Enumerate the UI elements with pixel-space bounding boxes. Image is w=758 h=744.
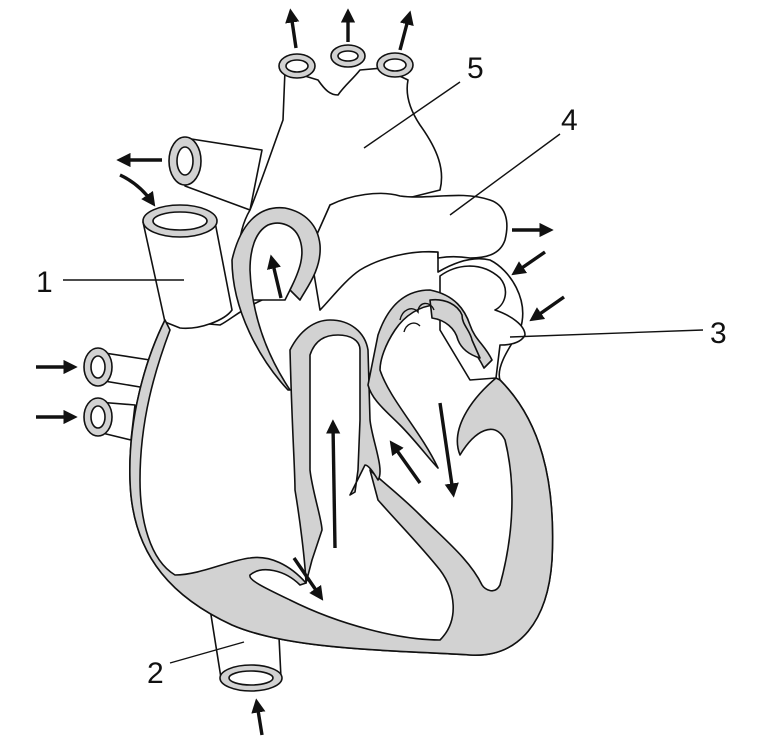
leader-line-4 (449, 133, 561, 216)
label-5: 5 (467, 52, 484, 85)
leader-line-2 (169, 641, 245, 664)
left-atrium (439, 265, 526, 381)
arrow-la-in-2 (529, 295, 565, 322)
aorta (236, 44, 443, 301)
right-pulmonary-artery (168, 136, 263, 211)
label-2: 2 (147, 657, 164, 690)
arrow-la-to-lv (438, 402, 459, 498)
leader-line-5 (363, 81, 461, 149)
label-4: 4 (561, 104, 578, 137)
pulmonary-valve (399, 302, 435, 321)
arrow-aortic-valve (267, 254, 283, 299)
label-3: 3 (710, 317, 727, 350)
label-1: 1 (36, 266, 53, 299)
leader-line-3 (509, 329, 704, 338)
pulmonary-veins-left (83, 347, 151, 441)
superior-vena-cava (142, 204, 233, 330)
arrow-ivc-in (251, 698, 266, 736)
aortic-wall-curl (231, 206, 321, 391)
arrow-aorta-out-1 (285, 8, 300, 49)
arrow-ra-to-rv (292, 557, 324, 601)
arrow-svc-in (119, 173, 156, 207)
tricuspid-valve (429, 298, 481, 359)
septum (289, 319, 381, 584)
arrow-lv-up (389, 440, 422, 484)
arrow-rv-up (326, 419, 341, 549)
arrow-la-in-1 (511, 250, 546, 276)
left-pulmonary-artery (309, 192, 508, 311)
flow-arrows (36, 8, 565, 736)
outer-wall (129, 319, 554, 656)
arrow-aorta-out-3 (398, 10, 414, 51)
leader-lines (63, 81, 704, 664)
